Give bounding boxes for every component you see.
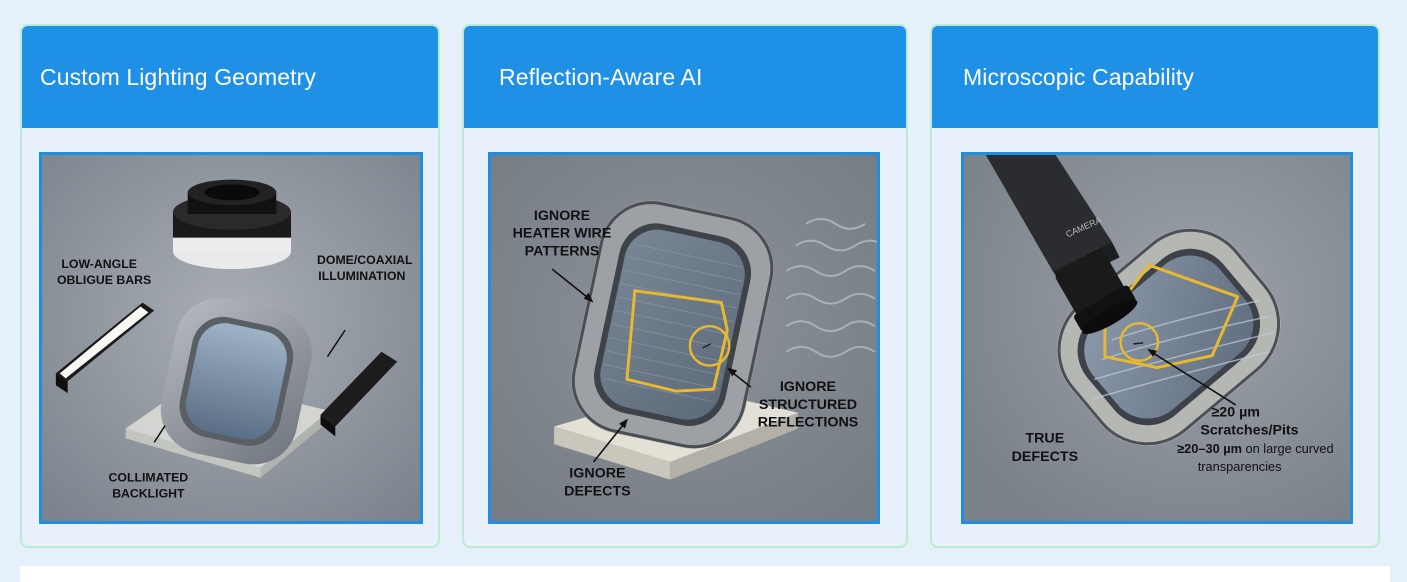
card-title: Microscopic Capability: [963, 63, 1194, 90]
label-heater: IGNORE: [534, 208, 590, 224]
microscopic-diagram: CAMERA TRUE DEFECTS ≥20 µm Scratches/Pit…: [964, 155, 1350, 521]
card-header: Custom Lighting Geometry: [22, 26, 438, 128]
lighting-diagram: LOW-ANGLE OBLIGUE BARS DOME/COAXIAL ILLU…: [42, 155, 420, 521]
camera-icon: CAMERA: [985, 155, 1138, 335]
svg-text:BACKLIGHT: BACKLIGHT: [112, 486, 185, 500]
svg-text:OBLIGUE BARS: OBLIGUE BARS: [57, 273, 151, 287]
svg-text:PATTERNS: PATTERNS: [525, 243, 600, 259]
reflection-waves: [785, 217, 877, 358]
reflection-diagram: IGNORE HEATER WIRE PATTERNS IGNORE STRUC…: [491, 155, 877, 521]
svg-text:Scratches/Pits: Scratches/Pits: [1200, 422, 1298, 438]
defect-marker-icon: [1119, 322, 1160, 362]
label-backlight: COLLIMATED: [109, 471, 189, 485]
defect-marker-icon: [688, 324, 731, 367]
label-reflections: IGNORE: [780, 379, 836, 395]
card-reflection-ai: Reflection-Aware AI: [462, 24, 908, 548]
label-ignore-defects: IGNORE: [569, 466, 625, 482]
dome-light-icon: [172, 179, 292, 270]
microscopic-illustration: CAMERA TRUE DEFECTS ≥20 µm Scratches/Pit…: [961, 152, 1353, 524]
highlight-region: [625, 289, 729, 393]
label-true-defects: TRUE: [1025, 430, 1064, 446]
label-dome: DOME/COAXIAL: [317, 253, 413, 267]
card-title: Reflection-Aware AI: [499, 63, 703, 90]
svg-text:STRUCTURED: STRUCTURED: [759, 397, 857, 413]
window-icon: [160, 298, 312, 465]
card-header: Microscopic Capability: [932, 26, 1378, 128]
lighting-illustration: LOW-ANGLE OBLIGUE BARS DOME/COAXIAL ILLU…: [39, 152, 423, 524]
label-oblique: LOW-ANGLE: [61, 257, 136, 271]
label-spec: ≥20 µm: [1211, 405, 1260, 421]
svg-text:HEATER WIRE: HEATER WIRE: [513, 226, 612, 242]
reflection-illustration: IGNORE HEATER WIRE PATTERNS IGNORE STRUC…: [488, 152, 880, 524]
svg-text:DEFECTS: DEFECTS: [564, 483, 631, 499]
card-lighting-geometry: Custom Lighting Geometry: [20, 24, 440, 548]
oblique-bar-left-icon: [55, 302, 155, 394]
oblique-bar-right-icon: [320, 351, 398, 437]
svg-text:≥20–30 µm on large curved: ≥20–30 µm on large curved: [1177, 441, 1334, 456]
svg-text:DEFECTS: DEFECTS: [1012, 449, 1079, 465]
svg-text:transparencies: transparencies: [1198, 459, 1282, 474]
card-microscopic: Microscopic Capability: [930, 24, 1380, 548]
svg-text:ILLUMINATION: ILLUMINATION: [318, 269, 405, 283]
highlight-region: [1103, 263, 1240, 369]
card-title: Custom Lighting Geometry: [40, 63, 316, 90]
card-header: Reflection-Aware AI: [464, 26, 906, 128]
window-icon: [571, 200, 774, 449]
footer-bar: [20, 566, 1390, 582]
svg-text:REFLECTIONS: REFLECTIONS: [758, 415, 859, 431]
